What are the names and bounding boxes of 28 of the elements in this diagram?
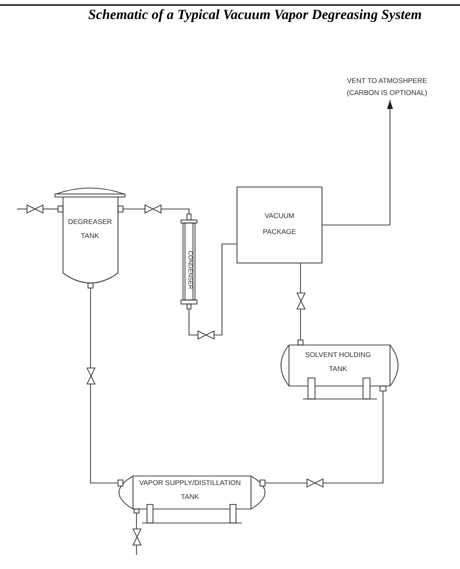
valve-symbol: [145, 205, 161, 213]
pipe-line: [300, 308, 301, 340]
valve-symbol: [307, 479, 323, 487]
pipe-line: [264, 482, 308, 484]
process-box: [237, 187, 322, 263]
pipe-line: [214, 244, 238, 336]
pipe-line: [16, 208, 28, 210]
pipe-line: [136, 524, 137, 530]
pipe-line: [136, 544, 137, 556]
valve-symbol: [198, 331, 214, 339]
arrow: [322, 100, 393, 226]
valve-symbol: [132, 529, 140, 545]
horizontal-tank: [118, 474, 265, 524]
pipe-line: [42, 208, 56, 210]
pipe-line: [300, 262, 301, 294]
pipe-line: [124, 208, 146, 210]
valve-symbol: [296, 293, 304, 309]
title: Schematic of a Typical Vacuum Vapor Degreasing System: [88, 8, 422, 24]
valve-symbol: [27, 205, 43, 213]
tank-vessel: [55, 187, 125, 288]
pipe-line: [160, 208, 190, 214]
pipe-line: [90, 288, 91, 368]
valve-symbol: [86, 368, 94, 384]
horizontal-tank: [281, 340, 399, 400]
pipe-line: [322, 400, 384, 484]
pipe-line: [188, 308, 198, 336]
condenser-column: [181, 214, 197, 309]
pipe-line: [90, 384, 118, 484]
